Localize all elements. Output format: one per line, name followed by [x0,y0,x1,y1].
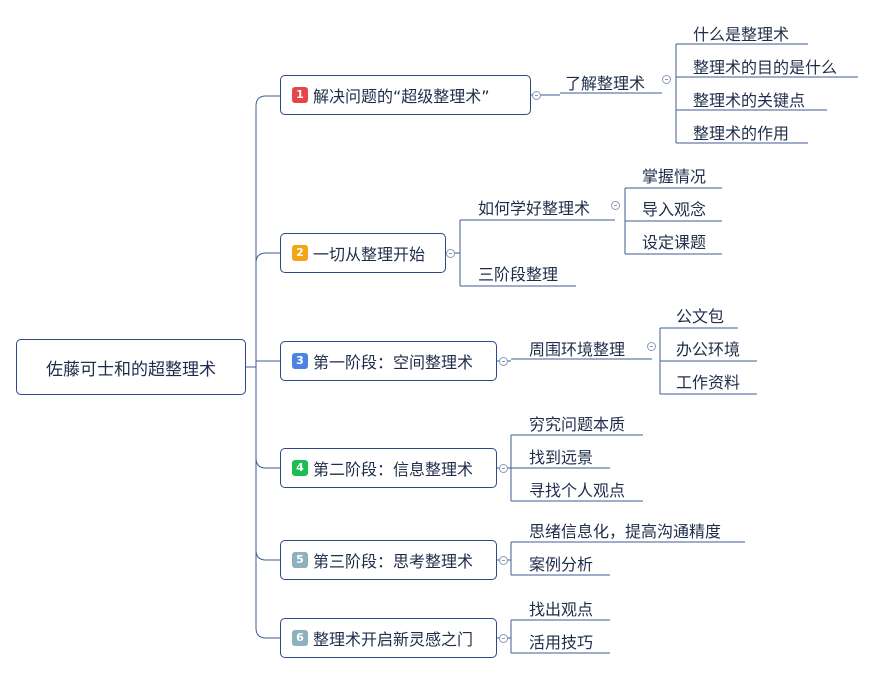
collapse-toggle-sub-3[interactable] [647,342,656,351]
branch-label-1: 解决问题的“超级整理术” [313,87,490,106]
branch-label-5: 第三阶段：思考整理术 [313,552,474,571]
branch-label-3: 第一阶段：空间整理术 [313,353,474,372]
number-badge-5: 5 [292,552,308,568]
subtopic-6-2[interactable]: 活用技巧 [529,633,594,652]
subtopic-2-2[interactable]: 三阶段整理 [478,265,559,284]
root-topic[interactable]: 佐藤可士和的超整理术 [16,339,246,395]
leaf-2-1-3[interactable]: 设定课题 [642,233,707,252]
collapse-toggle-branch-5[interactable] [499,556,508,565]
branch-label-2: 一切从整理开始 [313,245,426,264]
branch-topic-4[interactable]: 4 第二阶段：信息整理术 [280,448,497,488]
leaf-2-1-2[interactable]: 导入观念 [642,200,707,219]
collapse-toggle-branch-1[interactable] [532,91,541,100]
branch-topic-6[interactable]: 6 整理术开启新灵感之门 [280,618,497,658]
leaf-1-1-2[interactable]: 整理术的目的是什么 [693,58,838,77]
branch-topic-1[interactable]: 1 解决问题的“超级整理术” [280,75,531,115]
leaf-1-1-3[interactable]: 整理术的关键点 [693,91,806,110]
collapse-toggle-branch-6[interactable] [499,634,508,643]
subtopic-4-3[interactable]: 寻找个人观点 [529,481,626,500]
collapse-toggle-branch-3[interactable] [499,357,508,366]
branch-label-4: 第二阶段：信息整理术 [313,460,474,479]
subtopic-6-1[interactable]: 找出观点 [529,600,594,619]
leaf-3-1-3[interactable]: 工作资料 [676,373,741,392]
number-badge-2: 2 [292,245,308,261]
root-topic-label: 佐藤可士和的超整理术 [46,359,216,380]
leaf-3-1-2[interactable]: 办公环境 [676,340,741,359]
leaf-1-1-4[interactable]: 整理术的作用 [693,124,790,143]
number-badge-4: 4 [292,460,308,476]
branch-label-6: 整理术开启新灵感之门 [313,630,474,649]
collapse-toggle-branch-4[interactable] [499,464,508,473]
collapse-toggle-sub-1[interactable] [662,75,671,84]
collapse-toggle-branch-2[interactable] [446,249,455,258]
number-badge-1: 1 [292,87,308,103]
subtopic-4-1[interactable]: 穷究问题本质 [529,415,626,434]
branch-topic-3[interactable]: 3 第一阶段：空间整理术 [280,341,497,381]
leaf-1-1-1[interactable]: 什么是整理术 [693,25,790,44]
branch-topic-2[interactable]: 2 一切从整理开始 [280,233,446,273]
subtopic-4-2[interactable]: 找到远景 [529,448,594,467]
subtopic-3-1[interactable]: 周围环境整理 [529,340,626,359]
leaf-3-1-1[interactable]: 公文包 [676,307,725,326]
branch-topic-5[interactable]: 5 第三阶段：思考整理术 [280,540,497,580]
subtopic-2-1[interactable]: 如何学好整理术 [478,199,591,218]
number-badge-3: 3 [292,353,308,369]
collapse-toggle-sub-2[interactable] [611,201,620,210]
subtopic-5-2[interactable]: 案例分析 [529,555,594,574]
leaf-2-1-1[interactable]: 掌握情况 [642,167,707,186]
subtopic-1-1[interactable]: 了解整理术 [565,74,646,93]
number-badge-6: 6 [292,630,308,646]
subtopic-5-1[interactable]: 思绪信息化，提高沟通精度 [529,522,722,541]
